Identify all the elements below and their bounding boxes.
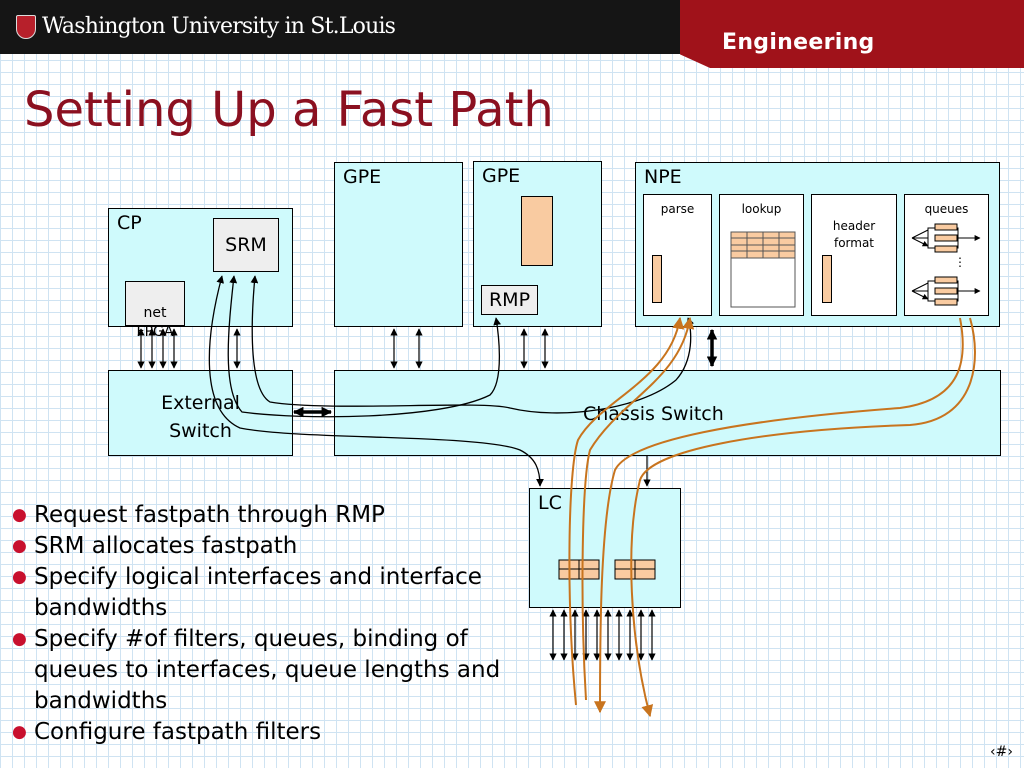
engineering-banner: [680, 0, 1024, 68]
slide-title: Setting Up a Fast Path: [24, 82, 554, 138]
queue-icon-bottom: [911, 276, 981, 306]
net-fpga-block: net FPGA: [125, 281, 185, 340]
gpe-label-2: GPE: [482, 165, 521, 187]
shield-icon: [16, 14, 36, 39]
gpe-label-1: GPE: [343, 166, 382, 188]
header-format-block: [822, 255, 832, 303]
control-paths: [208, 275, 694, 487]
university-name: Washington University in St.Louis: [42, 14, 396, 39]
srm-label: SRM: [225, 234, 267, 256]
university-logo: Washington University in St.Louis: [16, 14, 396, 39]
parse-label: parse: [660, 202, 695, 216]
header-format-stage: header format: [811, 194, 897, 316]
header-format-label: header format: [832, 219, 876, 250]
lc-label: LC: [538, 492, 562, 514]
bullet-item: Request fastpath through RMP: [12, 500, 502, 531]
npe-label: NPE: [644, 166, 682, 188]
queue-icon-top: [911, 223, 981, 253]
cp-label: CP: [117, 212, 142, 234]
bullet-item: SRM allocates fastpath: [12, 531, 502, 562]
lookup-label: lookup: [741, 202, 782, 216]
lc-filter-blocks: [558, 559, 656, 580]
lookup-table-icon: [730, 231, 796, 308]
bullet-item: Configure fastpath filters: [12, 717, 502, 748]
lc-box: LC: [529, 488, 681, 608]
bullet-item: Specify logical interfaces and interface…: [12, 562, 502, 624]
gpe-process-block: [521, 196, 553, 266]
queues-label: queues: [924, 202, 969, 216]
bullet-item: Specify #of filters, queues, binding of …: [12, 624, 502, 717]
chassis-switch-label: Chassis Switch: [583, 403, 724, 425]
ellipsis-icon: ⋮: [954, 255, 966, 269]
school-name: Engineering: [722, 30, 875, 55]
page-number: ‹#›: [990, 744, 1013, 760]
bullet-list: Request fastpath through RMP SRM allocat…: [12, 500, 502, 748]
srm-block: SRM: [213, 218, 279, 272]
fastpath-flows: [568, 316, 976, 718]
lc-port-arrows: [549, 609, 656, 661]
